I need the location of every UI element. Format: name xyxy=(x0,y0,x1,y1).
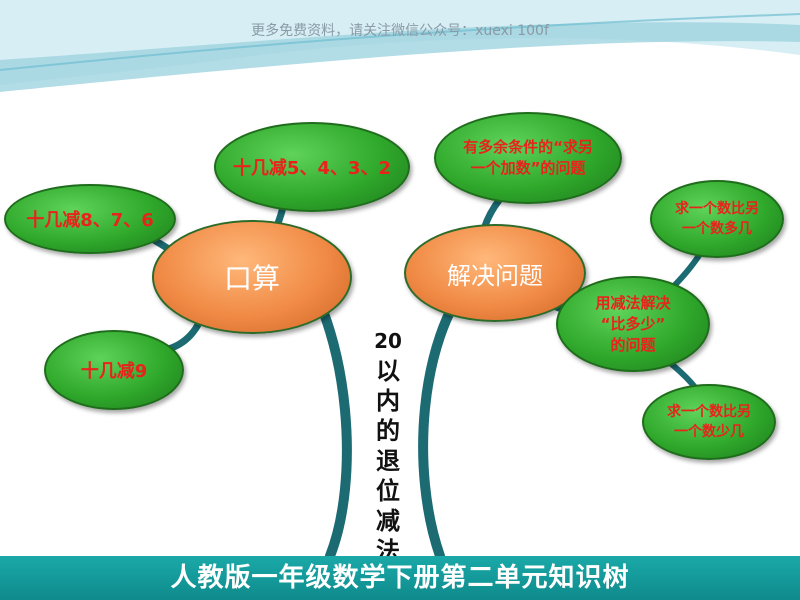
sub-hub-line1: 用减法解决 xyxy=(595,293,671,312)
hub-label: 解决问题 xyxy=(447,261,543,290)
title-char: 位 xyxy=(376,476,400,505)
center-vertical-title: 20 以 内 的 退 位 减 法 xyxy=(368,326,408,566)
leaf-label-line1: 求一个数比另 xyxy=(667,404,751,420)
title-char: 退 xyxy=(376,446,400,475)
leaf-teens-minus-9: 十几减9 xyxy=(44,330,184,410)
leaf-label: 十几减5、4、3、2 xyxy=(232,158,392,179)
hub-problem-solving: 解决问题 xyxy=(404,224,586,322)
sub-hub-line3: 的问题 xyxy=(610,335,656,354)
leaf-teens-minus-5-4-3-2: 十几减5、4、3、2 xyxy=(214,122,410,212)
title-char: 以 xyxy=(376,356,400,385)
header-wave-line xyxy=(0,13,800,71)
leaf-label: 十几减8、7、6 xyxy=(26,210,154,231)
sub-hub-compare-by-subtraction: 用减法解决 “比多少” 的问题 xyxy=(556,276,710,372)
leaf-label-line1: 有多余条件的“求另 xyxy=(463,138,593,156)
footer-band: 人教版一年级数学下册第二单元知识树 xyxy=(0,556,800,600)
leaf-label-line2: 一个数少几 xyxy=(674,424,744,440)
watermark-text: 更多免费资料，请关注微信公众号：xuexi 100f xyxy=(251,23,549,39)
leaf-label: 十几减9 xyxy=(80,361,148,382)
title-number: 20 xyxy=(374,329,402,353)
leaf-how-many-more: 求一个数比另 一个数多几 xyxy=(650,180,784,258)
title-char: 减 xyxy=(376,506,400,535)
footer-title: 人教版一年级数学下册第二单元知识树 xyxy=(170,563,630,593)
hub-mental-arithmetic: 口算 xyxy=(152,220,352,334)
title-char: 的 xyxy=(376,416,400,445)
leaf-label-line2: 一个加数”的问题 xyxy=(470,159,586,177)
title-char: 内 xyxy=(376,386,400,415)
hub-label: 口算 xyxy=(223,262,280,295)
leaf-how-many-fewer: 求一个数比另 一个数少几 xyxy=(642,384,776,460)
leaf-label-line2: 一个数多几 xyxy=(682,221,752,237)
leaf-label-line1: 求一个数比另 xyxy=(675,201,759,217)
header-wave-accent xyxy=(0,22,800,93)
header-wave xyxy=(0,0,800,85)
leaf-teens-minus-8-7-6: 十几减8、7、6 xyxy=(4,184,176,254)
leaf-extra-condition-problem: 有多余条件的“求另 一个加数”的问题 xyxy=(434,112,622,204)
sub-hub-line2: “比多少” xyxy=(600,314,666,333)
